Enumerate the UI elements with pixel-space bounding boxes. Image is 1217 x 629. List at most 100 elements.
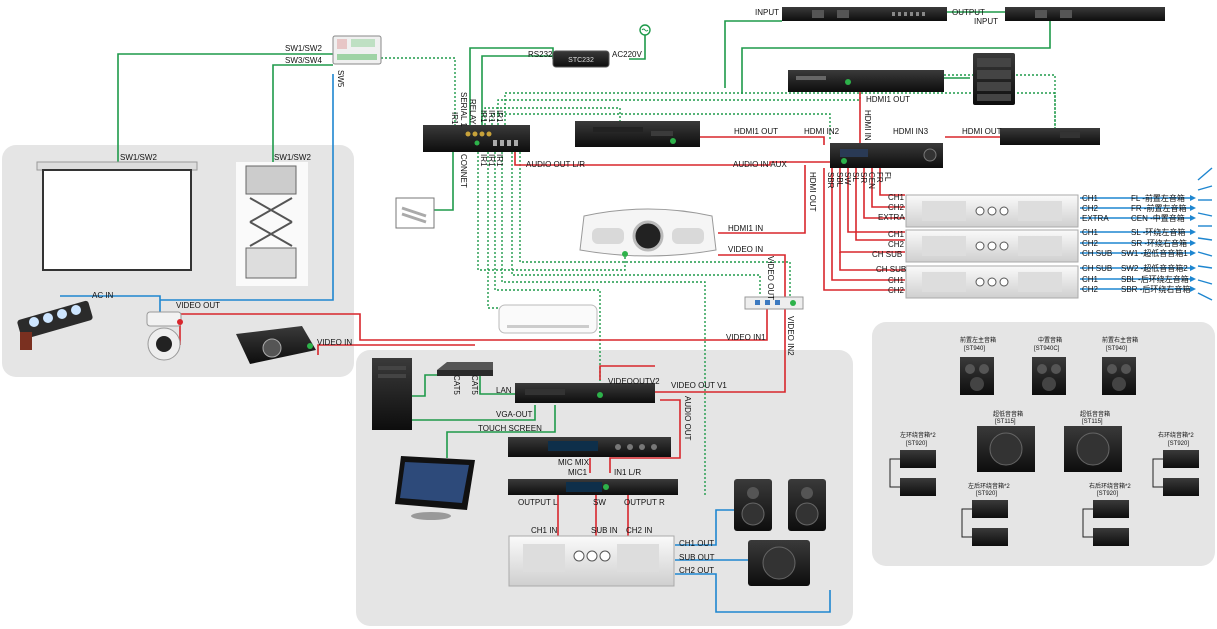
label-video-out-vert: VIDEO OUT	[766, 256, 775, 301]
label-audio-out-lr: AUDIO OUT L/R	[526, 160, 585, 169]
label-hdmi1-out-server: HDMI1 OUT	[866, 95, 910, 104]
label-out-ch1-c: CH1	[1082, 275, 1099, 284]
cable-video-in	[718, 254, 786, 300]
label-video-in2: VIDEO IN2	[786, 316, 795, 356]
label-ch1-out: CH1 OUT	[679, 539, 715, 548]
label-sp-front-left: 前置左主音箱	[960, 338, 997, 344]
label-output-r: OUTPUT R	[624, 498, 665, 507]
label-out-sbr: SBR -后环绕右音箱	[1121, 285, 1191, 294]
projector-lift	[236, 162, 308, 286]
label-out-ch1-b: CH1	[1082, 228, 1099, 237]
label-video-out-v1: VIDEO OUT V1	[671, 381, 727, 390]
speaker-sub-1	[977, 426, 1035, 472]
projector-main	[579, 208, 717, 257]
cable-sw12-screen	[117, 53, 333, 162]
media-processor	[515, 383, 655, 403]
mic-mixer	[508, 437, 671, 457]
cable-server-audio	[741, 12, 1051, 94]
cable-sbl	[831, 168, 905, 281]
cable-hdmi-player	[700, 136, 825, 145]
label-video-out-cam: VIDEO OUT	[176, 301, 221, 310]
cable-sw2	[839, 252, 905, 271]
label-sub-in: SUB IN	[591, 526, 618, 535]
ptz-camera	[146, 311, 183, 361]
amplifier-2	[905, 229, 1079, 263]
label-sp-front-right: 前置右主音箱	[1102, 338, 1139, 344]
label-ch1-in: CH1 IN	[531, 526, 558, 535]
speaker-front-left	[960, 357, 994, 395]
label-sl: SL	[851, 172, 860, 182]
label-out-ch2-a: CH2	[1082, 204, 1099, 213]
label-out-sbl: SBL -后环绕左音箱	[1121, 275, 1189, 284]
label-out-sl: SL -环绕左音箱	[1131, 228, 1186, 237]
label-amp2-chsub: CH SUB	[872, 250, 903, 259]
label-ir1: IR1	[450, 112, 459, 125]
label-sp-left-surround: 左环绕音箱*2	[900, 433, 936, 439]
label-amp1-extra: EXTRA	[878, 213, 905, 222]
speaker-right-surround-pair	[1152, 450, 1199, 496]
label-sw12-screen: SW1/SW2	[120, 153, 157, 162]
audio-processor	[508, 479, 678, 495]
led-light-bar	[17, 300, 93, 350]
cable-ac-up	[160, 74, 334, 301]
label-input-top2: INPUT	[974, 17, 998, 26]
label-ac220v: AC220V	[612, 50, 642, 59]
label-out-sr: SR -环绕右音箱	[1131, 239, 1187, 248]
cable-proj-video	[317, 344, 475, 355]
top-rack-unit-1	[782, 7, 947, 21]
label-hdmi-in-vert: HDMI IN	[863, 110, 872, 141]
label-out-ch2-c: CH2	[1082, 285, 1099, 294]
label-output-l: OUTPUT L	[518, 498, 558, 507]
label-sp-sub1: 超低音音箱	[993, 412, 1024, 418]
label-ir-e: IR1	[487, 154, 496, 167]
label-sp-left-rear: 左后环绕音箱*2	[968, 484, 1010, 490]
cable-ir-player	[484, 107, 621, 125]
air-conditioner	[498, 304, 598, 334]
label-sbr: SBR	[826, 172, 835, 189]
monitor-speaker-right	[788, 479, 826, 531]
label-sp-front-right-model: [ST940]	[1106, 346, 1128, 352]
label-ir-c: IR1	[495, 110, 504, 123]
label-sw34: SW3/SW4	[285, 56, 322, 65]
label-fr: FR	[875, 172, 884, 183]
label-hdmi-in2: HDMI IN2	[804, 127, 840, 136]
label-video-in-proj: VIDEO IN	[317, 338, 353, 347]
label-sp-sub1-model: [ST115]	[995, 419, 1016, 425]
label-video-in-main: VIDEO IN	[728, 245, 764, 254]
label-cat5-a: CAT5	[452, 375, 461, 395]
label-sp-right-rear: 右后环绕音箱*2	[1089, 484, 1131, 490]
bluray-player	[575, 121, 700, 147]
label-out-fl: FL -前置左音箱	[1131, 194, 1185, 203]
label-hdmi-out-sat: HDMI OUT	[962, 127, 1002, 136]
cable-speaker-outs	[1080, 197, 1190, 290]
label-sp-center-model: [ST940C]	[1034, 346, 1060, 352]
cable-ch1-out	[675, 509, 735, 546]
label-out-fr: FR -前置左音箱	[1131, 204, 1187, 213]
cable-rs232	[481, 55, 553, 125]
label-vga-out: VGA-OUT	[496, 410, 533, 419]
cable-ir-switcher	[511, 152, 761, 296]
label-out-sw2: SW2 -超低音音箱2	[1121, 264, 1188, 273]
label-out-sw1: SW1 -超低音音箱1	[1121, 249, 1188, 258]
label-sp-left-surround-model: [ST920]	[906, 441, 928, 447]
cable-audio-out	[609, 399, 681, 473]
label-ir-f: IR1	[495, 154, 504, 167]
cable-touch	[446, 405, 556, 458]
label-video-out-v2: VIDEOOUTV2	[608, 377, 660, 386]
label-mic1: MIC1	[568, 468, 588, 477]
cable-sr	[855, 168, 905, 241]
cable-ch2-out	[675, 573, 831, 613]
cable-input-top	[724, 20, 782, 88]
cable-ir-mixer	[501, 152, 706, 495]
label-amp3-ch2: CH2	[888, 286, 905, 295]
cable-v2	[599, 365, 655, 380]
power-plug-icon	[639, 24, 651, 36]
label-in1-lr: IN1 L/R	[614, 468, 642, 477]
label-out-extra: EXTRA	[1082, 214, 1109, 223]
stc232-module: STC232	[552, 50, 610, 68]
cable-ac220	[629, 33, 646, 60]
cable-audio-lr	[514, 152, 830, 166]
label-sub-out: SUB OUT	[679, 553, 715, 562]
label-sp-left-rear-model: [ST920]	[976, 491, 998, 497]
